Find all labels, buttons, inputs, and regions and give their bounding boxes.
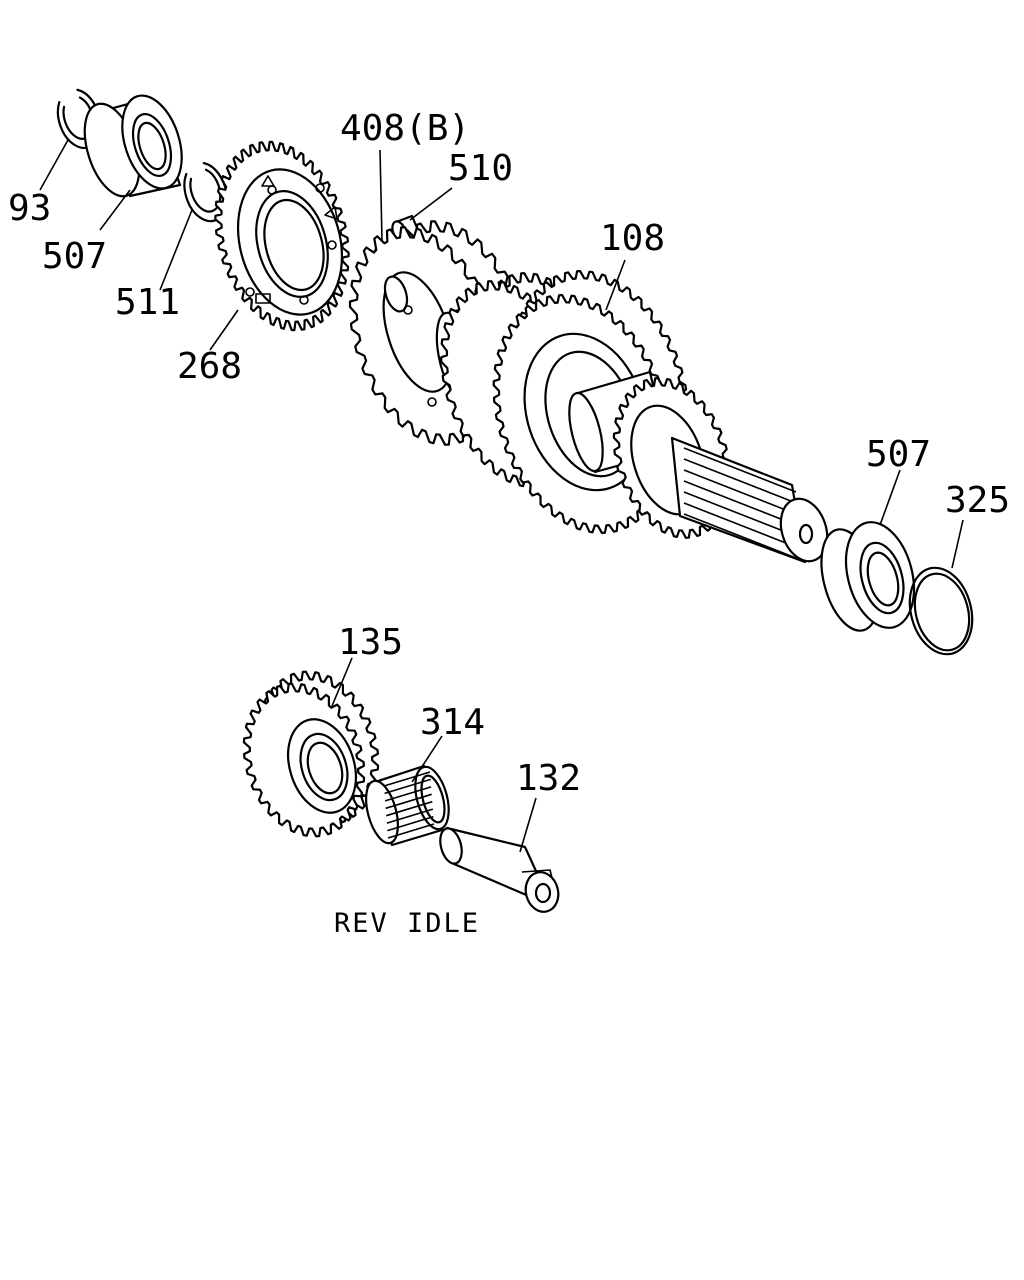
bearing-507-right: [820, 521, 916, 632]
callout-325: 325: [945, 480, 1010, 521]
bearing-507-left: [83, 94, 183, 198]
callout-108: 108: [600, 218, 665, 259]
callout-93: 93: [8, 188, 51, 229]
idle-shaft-132: [439, 826, 560, 913]
counter-shaft-108: [348, 220, 829, 564]
needle-bearing-314: [365, 764, 450, 847]
leader-lines: [39, 139, 964, 853]
callout-268: 268: [177, 346, 242, 387]
callout-132: 132: [516, 758, 581, 799]
callout-511: 511: [115, 282, 180, 323]
callout-408b: 408(B): [340, 108, 470, 149]
ring-325: [908, 566, 974, 656]
caption-rev-idle: REV IDLE: [334, 908, 480, 939]
callout-510: 510: [448, 148, 513, 189]
callout-507-right: 507: [866, 434, 931, 475]
reverse-idle-gear-135: [242, 670, 380, 838]
callout-314: 314: [420, 702, 485, 743]
callout-135: 135: [338, 622, 403, 663]
callout-507-left: 507: [42, 236, 107, 277]
sprocket-268: [214, 140, 350, 332]
